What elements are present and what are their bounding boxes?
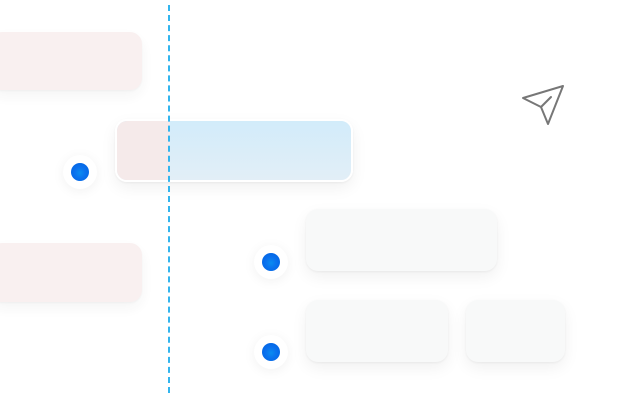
elapsed-segment bbox=[117, 121, 170, 180]
timeline-node-2[interactable] bbox=[254, 245, 288, 279]
timeline-bar-top-left bbox=[0, 32, 142, 90]
timeline-bar-active[interactable] bbox=[115, 119, 353, 182]
current-time-line bbox=[168, 5, 170, 393]
paper-plane-icon[interactable] bbox=[515, 78, 571, 134]
timeline-bar-right-3 bbox=[466, 300, 565, 362]
timeline-bar-bottom-left bbox=[0, 243, 142, 302]
timeline-bar-right-2 bbox=[306, 300, 448, 362]
timeline-bar-right-1 bbox=[306, 209, 497, 271]
timeline-node-1[interactable] bbox=[63, 155, 97, 189]
timeline-node-3[interactable] bbox=[254, 335, 288, 369]
